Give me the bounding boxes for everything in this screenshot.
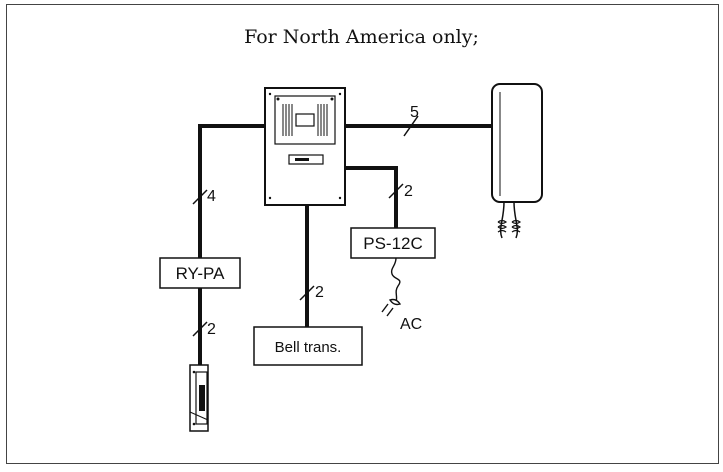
wire-count-ticks (192, 115, 419, 337)
count-bell-trans: 2 (315, 284, 324, 301)
speaker-grille-icon (282, 104, 328, 136)
door-lock-icon (189, 364, 209, 432)
ac-plug-icon: AC (381, 257, 422, 333)
tick-bell-trans (299, 285, 315, 301)
count-door-lock: 2 (207, 321, 216, 338)
diagram-frame (6, 4, 719, 464)
ry-pa-label: RY-PA (176, 264, 225, 283)
count-handset: 5 (410, 104, 419, 121)
ry-pa-box: RY-PA (159, 257, 241, 289)
ps-12c-label: PS-12C (363, 234, 423, 253)
ac-label: AC (400, 316, 422, 333)
wires (198, 124, 492, 365)
tick-door-lock (192, 321, 208, 337)
bell-trans-box: Bell trans. (253, 326, 363, 366)
handset-station-icon (491, 83, 543, 239)
wire-to-ry-pa (198, 124, 265, 258)
bell-trans-label: Bell trans. (275, 339, 342, 356)
count-ps-12c: 2 (404, 183, 413, 200)
tick-ps-12c (388, 183, 404, 199)
main-unit (264, 87, 346, 206)
diagram-title: For North America only; (244, 26, 479, 48)
wire-to-ps-12c (345, 166, 398, 228)
ps-12c-box: PS-12C (350, 227, 436, 259)
coiled-cord-left (497, 219, 508, 233)
count-ry-pa: 4 (207, 188, 216, 205)
display-window (295, 113, 315, 127)
coiled-cord-right (511, 219, 522, 233)
tick-handset (403, 115, 419, 137)
tick-ry-pa (192, 189, 208, 205)
